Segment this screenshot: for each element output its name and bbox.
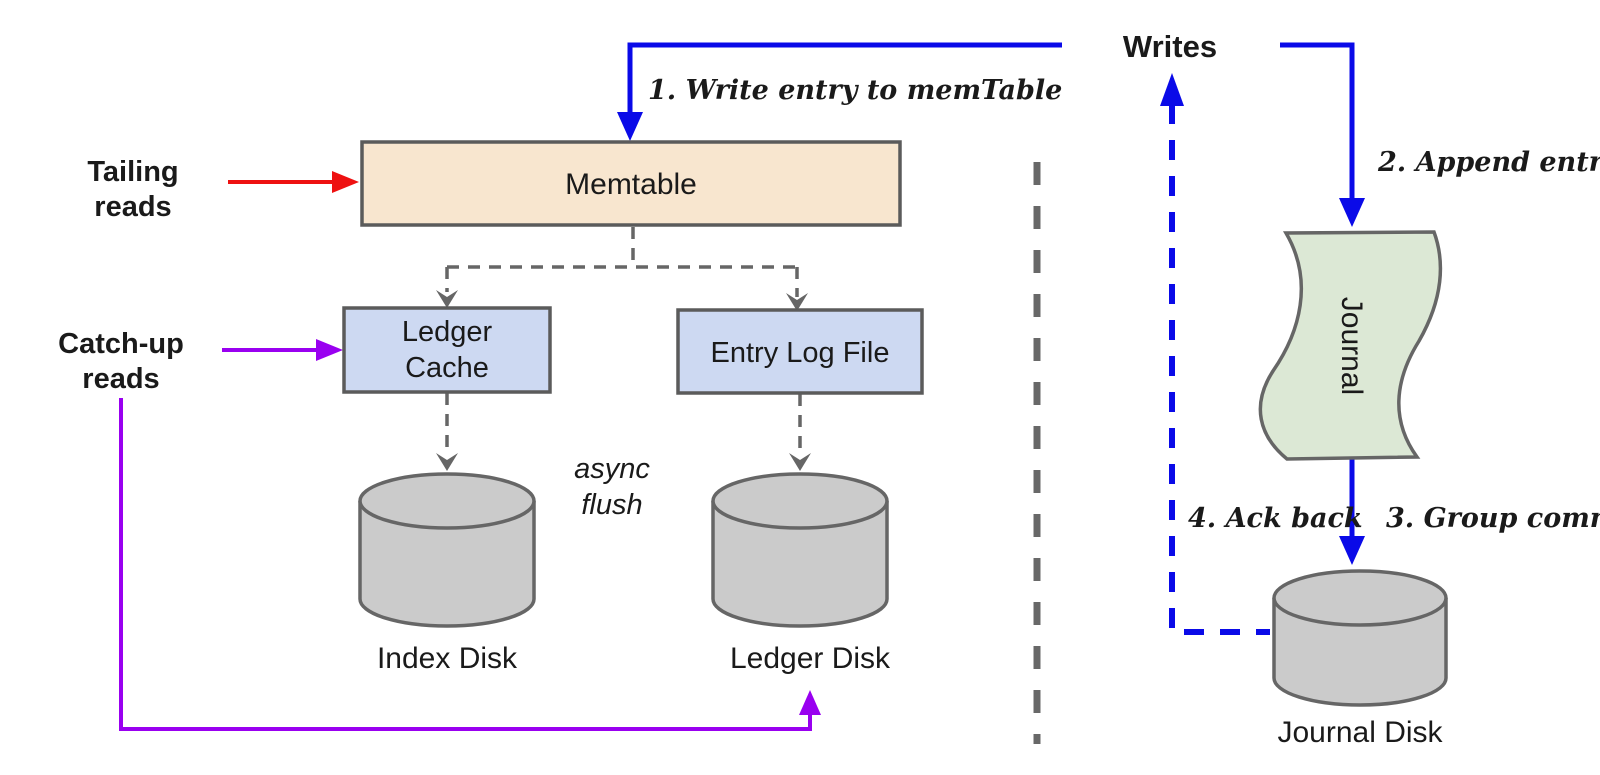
index-disk-body [358, 501, 536, 628]
ledger-disk-cylinder [711, 472, 889, 628]
step-labels: 1. Write entry to memTable 2. Append ent… [648, 75, 1600, 534]
ledger-cache-label-line2: Cache [405, 352, 489, 384]
arrowhead-into-memtable-icon [617, 112, 643, 141]
append-entries-connector [1280, 42, 1355, 215]
catchup-reads-label-line1: Catch-up [58, 328, 184, 360]
arrowhead-into-ledger-disk-icon [799, 690, 821, 715]
index-disk-cylinder [358, 472, 536, 628]
ack-back-dashed-line [1169, 104, 1270, 635]
arrowhead-into-ledger-disk-flush-icon [789, 453, 811, 471]
memtable-box [360, 140, 902, 227]
ledger-cache-box [342, 306, 552, 394]
step2-label: 2. Append entries [1377, 147, 1600, 178]
memtable-split-connector [445, 227, 799, 297]
arrowhead-into-journal-disk-icon [1339, 536, 1365, 565]
ledger-cache-label-line1: Ledger [402, 316, 493, 348]
ack-back-connector [1169, 104, 1270, 635]
catchup-reads-paths [119, 339, 821, 731]
journal-flag-shape [1258, 230, 1443, 461]
catchup-to-ledger-disk-connector [119, 398, 812, 731]
write-flow-arrowheads [617, 73, 1365, 565]
journal-flag-group [1258, 230, 1443, 461]
ledger-disk-top [711, 472, 889, 530]
journal-disk-body [1272, 598, 1448, 707]
journal-label: Journal [1335, 297, 1368, 395]
arrowhead-tailing-reads-icon [332, 171, 359, 193]
memtable-label: Memtable [565, 168, 697, 201]
async-flush-label-line1: async [574, 453, 650, 485]
step3-label: 3. Group commits [1386, 503, 1600, 534]
entry-log-file-box [676, 308, 924, 395]
arrowhead-ack-to-writes-icon [1160, 73, 1184, 106]
node-boxes [342, 140, 924, 395]
flush-arrowheads [436, 290, 811, 471]
catchup-reads-label-line2: reads [82, 363, 159, 395]
arrowhead-catchup-reads-icon [316, 339, 343, 361]
step4-label: 4. Ack back [1188, 503, 1363, 534]
index-disk-label: Index Disk [377, 642, 518, 675]
arrowhead-into-ledger-cache-icon [436, 290, 458, 308]
entry-log-file-label: Entry Log File [711, 337, 890, 369]
tailing-reads-arrow [228, 171, 359, 193]
ledger-disk-body [711, 501, 889, 628]
write-to-memtable-connector [627, 42, 1062, 128]
tailing-reads-label-line2: reads [94, 191, 171, 223]
async-flush-label-line2: flush [581, 489, 642, 521]
index-disk-top [358, 472, 536, 530]
arrowhead-into-index-disk-icon [436, 453, 458, 471]
arrowhead-into-journal-icon [1339, 198, 1365, 227]
arrowhead-into-entry-log-icon [786, 293, 808, 311]
disk-cylinders [358, 472, 1448, 707]
journal-disk-top [1272, 569, 1448, 627]
step1-label: 1. Write entry to memTable [648, 75, 1062, 106]
box-to-disk-connectors [445, 393, 802, 456]
write-flow-lines [627, 42, 1355, 552]
flush-dashed-connectors [445, 227, 802, 456]
ledger-disk-label: Ledger Disk [730, 642, 891, 675]
journal-disk-cylinder [1272, 569, 1448, 707]
tailing-reads-label-line1: Tailing [87, 156, 178, 188]
writes-label: Writes [1123, 29, 1217, 64]
journal-disk-label: Journal Disk [1277, 716, 1443, 749]
